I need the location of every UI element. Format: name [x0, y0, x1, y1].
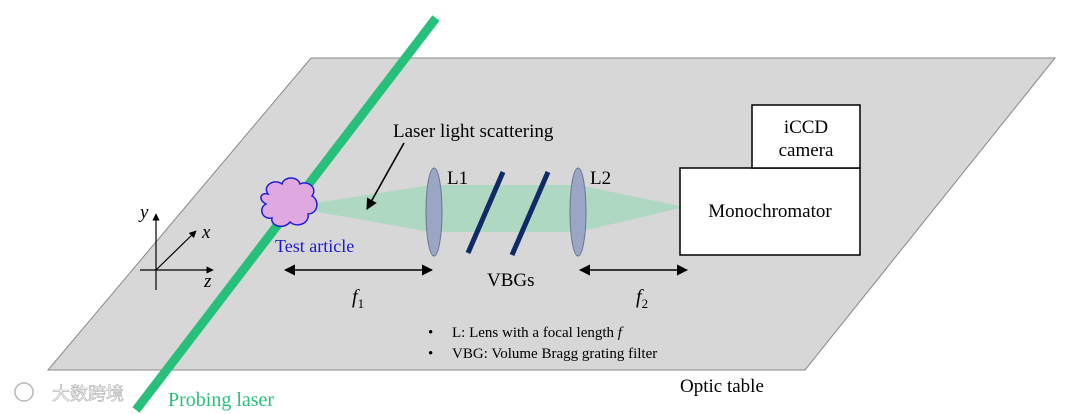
iccd-camera-label-line1: iCCD	[784, 117, 828, 138]
watermark-logo-icon	[14, 382, 34, 402]
monochromator-label: Monochromator	[708, 201, 832, 222]
lens-l1-label: L1	[447, 168, 468, 189]
vbg-filter-1	[465, 171, 506, 254]
watermark: 大数跨境	[14, 382, 124, 404]
iccd-camera-box	[751, 104, 861, 169]
lens-l1	[425, 167, 443, 257]
axis-y-label: y	[138, 202, 149, 223]
coordinate-axes	[140, 213, 214, 290]
test-article-label: Test article	[275, 236, 354, 256]
legend-item-lens: L: Lens with a focal length f	[452, 325, 624, 341]
optic-table-label: Optic table	[680, 376, 764, 397]
legend-bullet-1: •	[428, 325, 433, 341]
legend-bullet-2: •	[428, 346, 433, 362]
legend: • L: Lens with a focal length f • VBG: V…	[428, 325, 657, 362]
f1-label: f1	[352, 286, 364, 311]
scattering-pointer-arrow	[366, 142, 405, 210]
f2-label: f2	[636, 286, 648, 311]
legend-item-vbg: VBG: Volume Bragg grating filter	[452, 346, 657, 362]
vbgs-label: VBGs	[487, 270, 535, 291]
watermark-text: 大数跨境	[52, 384, 124, 404]
iccd-camera-label-line2: camera	[779, 140, 834, 161]
lens-l2-label: L2	[590, 168, 611, 189]
probing-laser-label: Probing laser	[168, 389, 274, 411]
vbg-filter-2	[509, 171, 551, 256]
axis-x-label: x	[201, 222, 211, 243]
axis-z-label: z	[203, 271, 212, 292]
laser-scattering-label: Laser light scattering	[393, 121, 554, 142]
test-article-cloud	[260, 177, 318, 228]
lens-l2	[569, 167, 587, 257]
